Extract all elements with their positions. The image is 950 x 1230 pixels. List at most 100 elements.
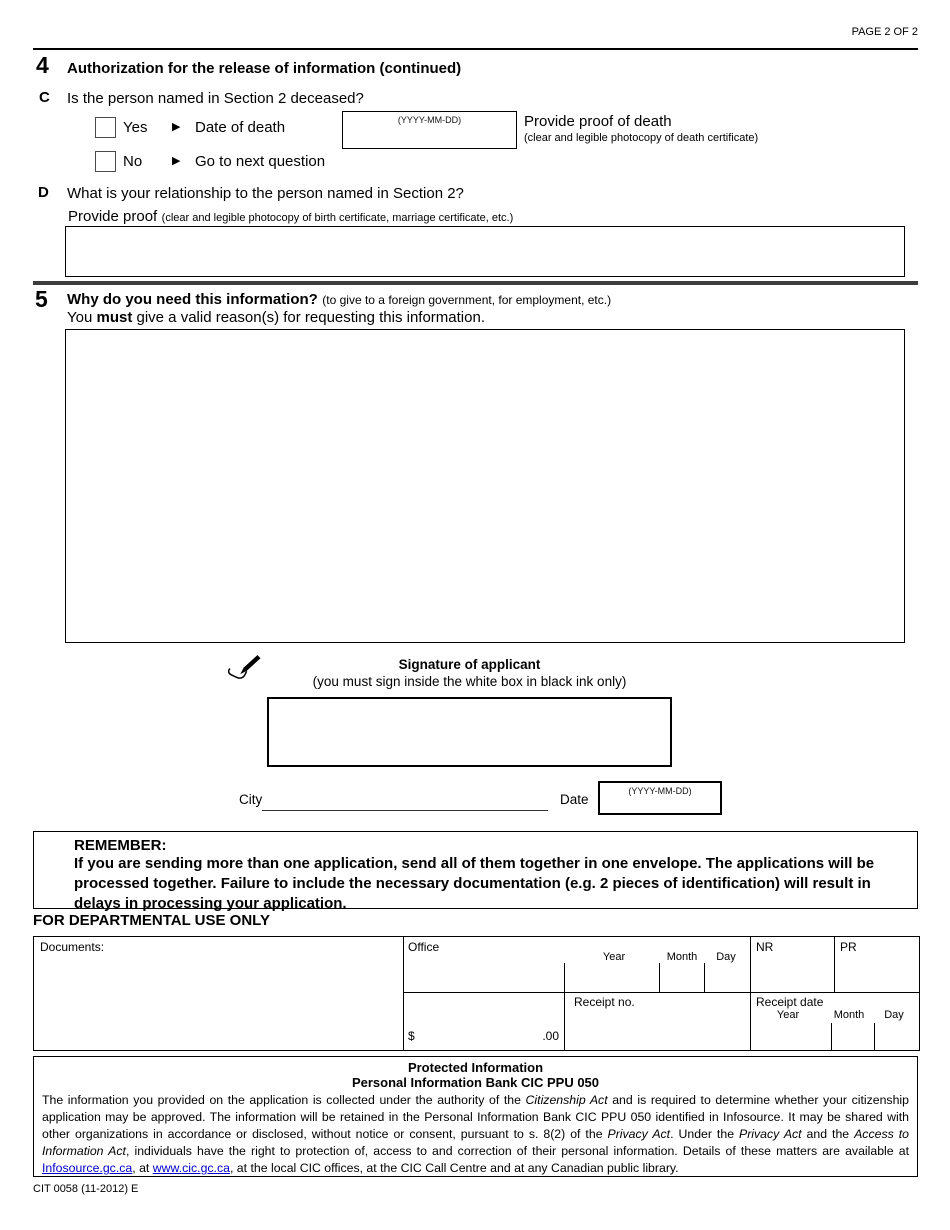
question-d-proof-input[interactable] (65, 226, 905, 277)
text-segment: , individuals have the right to protecti… (125, 1144, 909, 1158)
table-divider (750, 937, 752, 1050)
section5-instruction: You must give a valid reason(s) for requ… (67, 309, 485, 326)
receipt-date-input-area[interactable] (751, 1023, 918, 1049)
text-segment: and the (801, 1127, 855, 1141)
question-d-proof-line: Provide proof (clear and legible photoco… (68, 208, 513, 226)
table-divider (403, 992, 919, 994)
date-of-death-input[interactable]: (YYYY-MM-DD) (342, 111, 517, 149)
protected-info-box: Protected Information Personal Informati… (33, 1056, 918, 1177)
text-segment: give a valid reason(s) for requesting th… (132, 309, 485, 326)
text-segment: must (96, 309, 133, 326)
date-of-death-format: (YYYY-MM-DD) (397, 115, 462, 125)
question-d-text: What is your relationship to the person … (67, 185, 464, 202)
text-segment: Access to Information Act (42, 1127, 909, 1158)
date-tick (564, 963, 566, 992)
text-segment: and is required to determine whether you… (42, 1093, 909, 1141)
text-segment: You (67, 309, 97, 326)
text-segment: . Under the (670, 1127, 739, 1141)
office-month-label: Month (666, 951, 698, 963)
documents-label: Documents: (40, 940, 105, 954)
remember-title: REMEMBER: (74, 837, 167, 854)
yes-row: Yes ▶ Date of death (95, 117, 515, 139)
no-label: No (123, 153, 143, 170)
section4-number: 4 (36, 52, 49, 78)
remember-box: REMEMBER: If you are sending more than o… (33, 831, 918, 912)
date-tick (831, 1023, 833, 1050)
receipt-no-input-area[interactable] (566, 1011, 748, 1048)
arrow-right-icon: ▶ (172, 121, 181, 133)
section5-title-line: Why do you need this information? (to gi… (67, 291, 611, 309)
proof-of-death-title: Provide proof of death (524, 113, 672, 130)
text-segment: Privacy Act (607, 1127, 671, 1141)
protected-info-subtitle: Personal Information Bank CIC PPU 050 (351, 1075, 600, 1090)
receipt-day-label: Day (884, 1009, 904, 1021)
cents-suffix: .00 (542, 1029, 559, 1043)
protected-info-paragraph: The information you provided on the appl… (34, 1090, 917, 1177)
protected-info-title: Protected Information (407, 1060, 544, 1075)
nr-label: NR (756, 940, 774, 954)
table-divider (834, 937, 836, 992)
date-tick (704, 963, 706, 992)
section5-number: 5 (35, 286, 48, 312)
pr-label: PR (840, 940, 857, 954)
date-label: Date (560, 792, 589, 807)
receipt-no-label: Receipt no. (574, 995, 635, 1009)
no-action-label: Go to next question (195, 153, 326, 170)
signature-note: (you must sign inside the white box in b… (312, 674, 627, 689)
question-d-letter: D (38, 184, 49, 201)
text-segment: , at (132, 1161, 153, 1175)
arrow-right-icon: ▶ (172, 155, 181, 167)
checkbox-no[interactable] (95, 151, 116, 172)
yes-action-label: Date of death (195, 119, 286, 136)
text-segment: Privacy Act (739, 1127, 802, 1141)
provide-proof-label: Provide proof (68, 208, 158, 225)
office-label: Office (408, 940, 440, 954)
form-code: CIT 0058 (11-2012) E (33, 1183, 139, 1195)
link-cic[interactable]: www.cic.gc.ca (152, 1161, 230, 1175)
yes-label: Yes (123, 119, 148, 136)
pr-input-area[interactable] (835, 955, 918, 991)
table-divider (403, 937, 405, 1050)
reason-input[interactable] (65, 329, 905, 643)
text-segment: , at the local CIC offices, at the CIC C… (229, 1161, 679, 1175)
text-segment: The information you provided on the appl… (42, 1093, 526, 1107)
receipt-month-label: Month (833, 1009, 865, 1021)
text-segment: Citizenship Act (525, 1093, 608, 1107)
table-divider (564, 992, 566, 1050)
city-label: City (239, 792, 263, 807)
question-c-text: Is the person named in Section 2 decease… (67, 90, 364, 107)
city-input-line[interactable] (262, 810, 548, 812)
date-tick (659, 963, 661, 992)
question-c-letter: C (39, 89, 50, 106)
remember-body: If you are sending more than one applica… (74, 855, 875, 912)
link-infosource[interactable]: Infosource.gc.ca (42, 1161, 133, 1175)
signature-date-input[interactable]: (YYYY-MM-DD) (598, 781, 722, 815)
office-date-input-area[interactable] (565, 963, 750, 992)
section5-title: Why do you need this information? (67, 291, 318, 308)
office-day-label: Day (716, 951, 736, 963)
receipt-year-label: Year (776, 1009, 800, 1021)
signature-pen-icon (227, 654, 261, 680)
section4-title: Authorization for the release of informa… (67, 60, 462, 77)
checkbox-yes[interactable] (95, 117, 116, 138)
office-year-label: Year (602, 951, 626, 963)
page-number: PAGE 2 OF 2 (851, 26, 918, 38)
documents-input-area[interactable] (35, 955, 401, 1049)
receipt-date-label: Receipt date (756, 995, 824, 1009)
no-row: No ▶ Go to next question (95, 151, 515, 173)
signature-box[interactable] (267, 697, 672, 767)
date-tick (874, 1023, 876, 1050)
office-input-area[interactable] (408, 957, 558, 990)
amount-input-area[interactable] (422, 1017, 492, 1047)
section5-title-note: (to give to a foreign government, for em… (322, 293, 612, 307)
departmental-table: Documents: Office Year Month Day NR PR $… (33, 936, 920, 1051)
section-divider (33, 281, 918, 285)
header-rule (33, 48, 918, 50)
nr-input-area[interactable] (751, 955, 833, 991)
proof-of-death-note: (clear and legible photocopy of death ce… (524, 132, 759, 144)
signature-title: Signature of applicant (398, 657, 541, 672)
departmental-title: FOR DEPARTMENTAL USE ONLY (33, 912, 270, 929)
currency-symbol: $ (408, 1029, 415, 1043)
provide-proof-note: (clear and legible photocopy of birth ce… (161, 212, 514, 224)
